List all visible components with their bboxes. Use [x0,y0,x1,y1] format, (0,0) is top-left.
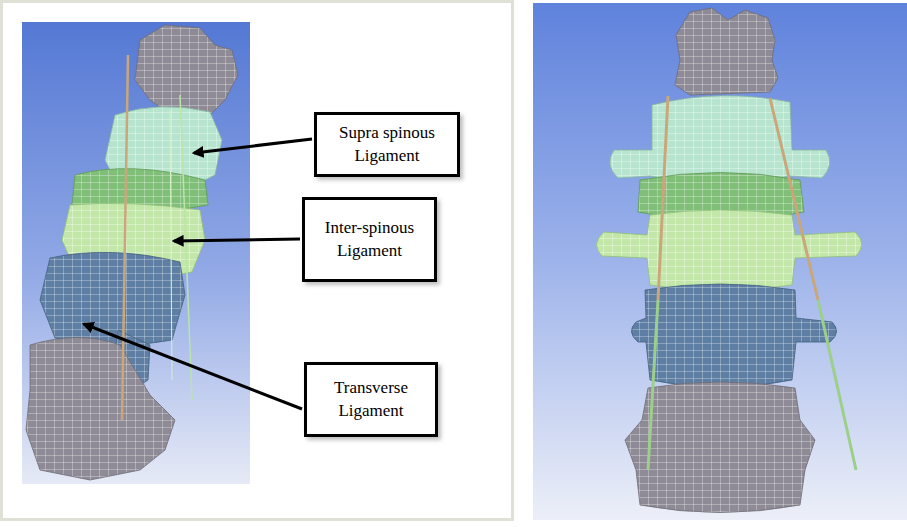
leader-arrow [84,324,302,409]
vertebra [135,25,238,120]
leader-arrow [194,139,312,153]
vertebra [610,96,830,183]
vertebra [40,252,185,345]
ligament-rod [648,300,658,470]
render-background [533,3,907,520]
callout-label: Supra spinous Ligament [331,122,443,166]
callout-label: Inter-spinous Ligament [319,217,420,261]
render-background [22,22,250,484]
callout-box: Transverse Ligament [304,362,438,437]
vertebra [26,338,175,481]
leader-arrow [174,239,300,241]
vertebra [631,284,836,388]
ligament-rod [180,95,192,400]
vertebra [596,210,861,291]
ligament-rod [818,300,856,470]
callout-box: Supra spinous Ligament [314,112,460,177]
ligament-rod [770,98,818,300]
panel-frame [2,2,513,520]
ligament-rod [658,96,668,300]
callout-box: Inter-spinous Ligament [302,197,437,282]
callout-label: Transverse Ligament [321,377,421,421]
ligament-rod [122,55,128,420]
ligament-rod [170,110,172,380]
vertebra [675,8,778,95]
